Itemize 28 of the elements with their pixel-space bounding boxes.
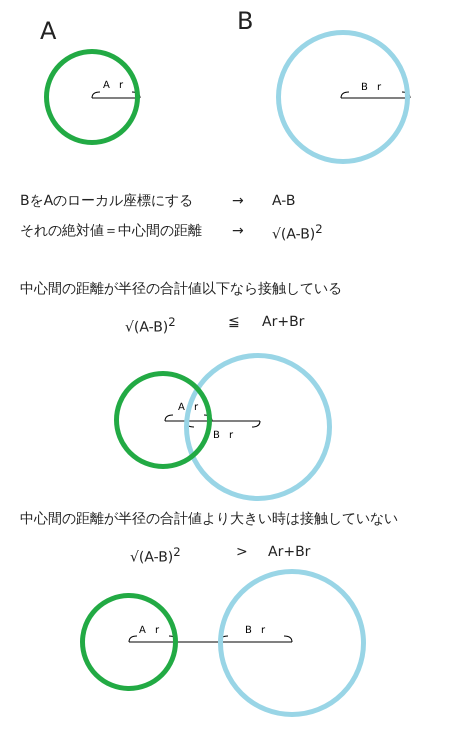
circle: [184, 353, 332, 501]
text-line: それの絶対値＝中心間の距離: [20, 222, 202, 240]
radius-label: A r: [103, 80, 126, 92]
radius-label: B r: [213, 430, 236, 442]
radius-label: A r: [178, 402, 202, 414]
circle: [44, 49, 140, 145]
circle: [218, 569, 366, 717]
radius-label: B r: [361, 82, 384, 94]
circle: [276, 30, 410, 164]
formula: A-B: [272, 192, 296, 210]
formula: Ar+Br: [268, 543, 310, 561]
text-line: 中心間の距離が半径の合計値以下なら接触している: [20, 280, 342, 298]
radius-label: A r: [139, 625, 162, 637]
formula: √(A-B)$^{2}$: [130, 544, 181, 567]
circle-letter: A: [40, 18, 56, 44]
circle: [114, 371, 212, 469]
formula: √(A-B)$^{2}$: [272, 221, 323, 244]
comparison-sign: >: [236, 543, 248, 561]
formula: Ar+Br: [262, 313, 304, 331]
text-line: 中心間の距離が半径の合計値より大きい時は接触していない: [20, 510, 398, 528]
comparison-sign: ≦: [228, 313, 240, 331]
circle: [80, 593, 178, 691]
text-line: BをAのローカル座標にする: [20, 192, 194, 210]
circle-letter: B: [237, 8, 254, 34]
arrow-sign: →: [232, 222, 244, 240]
radius-label: B r: [245, 625, 268, 637]
formula: √(A-B)$^{2}$: [125, 314, 176, 337]
arrow-sign: →: [232, 192, 244, 210]
